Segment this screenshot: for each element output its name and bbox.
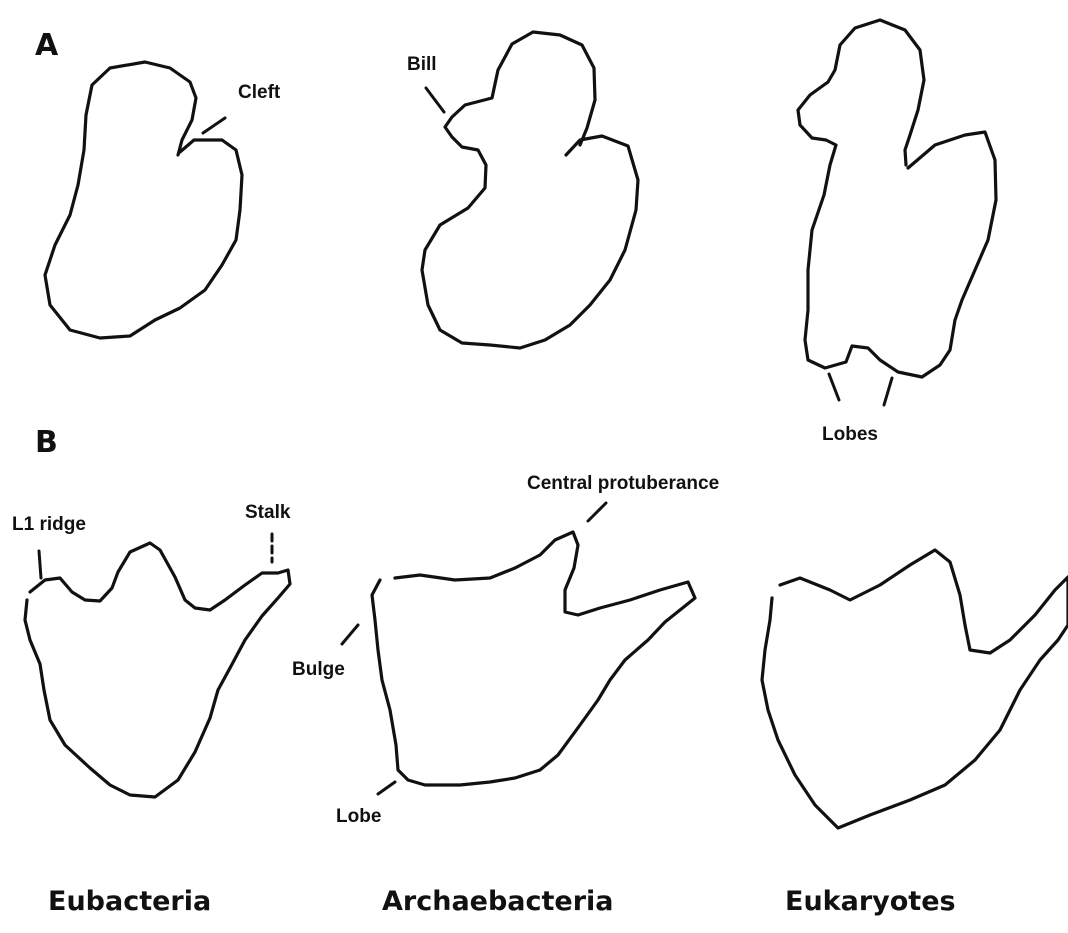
large-subunit-eubacteria bbox=[25, 543, 290, 797]
lobes-pointer-left bbox=[829, 374, 839, 400]
bulge-label: Bulge bbox=[292, 659, 345, 680]
l1-ridge-pointer bbox=[39, 551, 41, 578]
panel-label-b: B bbox=[35, 425, 58, 460]
lobe-pointer bbox=[378, 782, 395, 794]
panel-label-a: A bbox=[35, 28, 59, 63]
kingdom-label-archaebacteria: Archaebacteria bbox=[382, 886, 614, 917]
cleft-label: Cleft bbox=[238, 82, 281, 103]
large-subunit-eukaryotes bbox=[762, 550, 1068, 828]
lobes-pointer-right bbox=[884, 378, 892, 405]
bulge-pointer bbox=[342, 625, 358, 644]
central-protuberance-pointer bbox=[588, 503, 606, 521]
central-protuberance-label: Central protuberance bbox=[527, 473, 719, 494]
small-subunit-eukaryotes bbox=[798, 20, 996, 377]
small-subunit-archaebacteria bbox=[422, 32, 638, 348]
large-subunit-archaebacteria bbox=[372, 532, 695, 785]
lobe-label: Lobe bbox=[336, 806, 381, 827]
kingdom-label-eubacteria: Eubacteria bbox=[48, 886, 211, 917]
cleft-pointer bbox=[203, 118, 225, 133]
stalk-label: Stalk bbox=[245, 502, 291, 523]
small-subunit-eubacteria bbox=[45, 62, 242, 338]
l1-ridge-label: L1 ridge bbox=[12, 514, 86, 535]
bill-label: Bill bbox=[407, 54, 437, 75]
kingdom-label-eukaryotes: Eukaryotes bbox=[785, 886, 956, 917]
bill-pointer bbox=[426, 88, 444, 112]
lobes-label: Lobes bbox=[822, 424, 878, 445]
